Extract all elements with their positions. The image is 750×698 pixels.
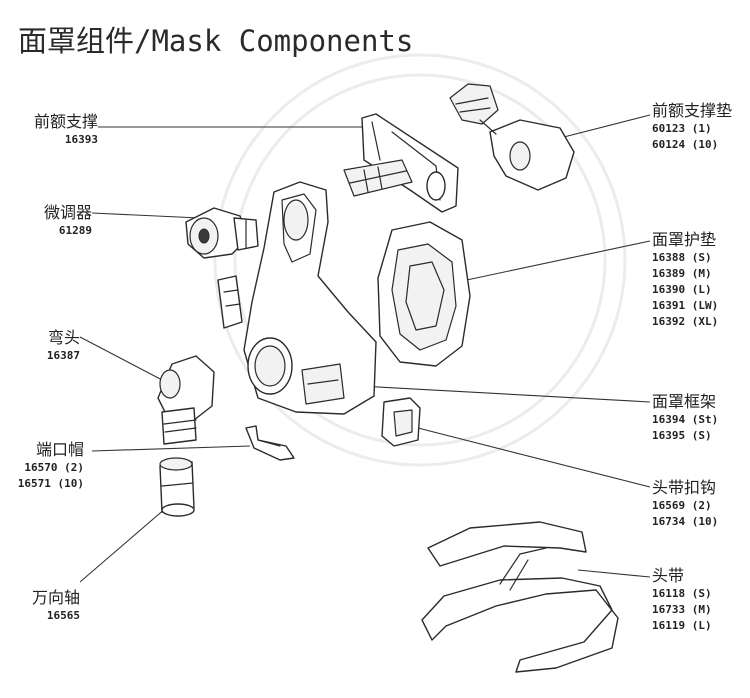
cushion-code-2: 16389 (M) [652, 267, 712, 280]
forehead-pad-code-2: 60124 (10) [652, 138, 719, 151]
cushion-part [377, 221, 471, 367]
watermark-seal [213, 53, 627, 467]
frame-code-2: 16395 (S) [652, 429, 712, 442]
headgear-clip-part [381, 397, 421, 447]
adjuster-part [185, 207, 259, 259]
forehead-support-name: 前额支撑 [33, 112, 98, 131]
cushion-code-5: 16392 (XL) [652, 315, 719, 328]
frame-code-1: 16394 (St) [652, 413, 719, 426]
page-title: 面罩组件/Mask Components [18, 24, 414, 58]
cushion-label: 面罩护垫 16388 (S) 16389 (M) 16390 (L) 16391… [652, 230, 718, 330]
port-cap-label: 端口帽 16570 (2) 16571 (10) [18, 440, 84, 492]
elbow-part [157, 355, 215, 445]
forehead-support-part [343, 113, 459, 213]
forehead-support-label: 前额支撑 16393 [34, 112, 98, 148]
elbow-label: 弯头 16387 [47, 328, 80, 364]
forehead-pad-code-1: 60123 (1) [652, 122, 712, 135]
elbow-name: 弯头 [47, 328, 80, 347]
headgear-clip-name: 头带扣钩 [652, 478, 717, 497]
headgear-clip-code-2: 16734 (10) [652, 515, 719, 528]
forehead-support-code: 16393 [64, 133, 98, 146]
swivel-connector-code: 16565 [46, 609, 80, 622]
leader-lines [79, 114, 651, 583]
headgear-name: 头带 [652, 566, 685, 585]
swivel-connector-part [159, 457, 195, 517]
headgear-code-1: 16118 (S) [652, 587, 712, 600]
port-cap-part [245, 425, 295, 461]
headgear-part [421, 521, 619, 673]
headgear-clip-label: 头带扣钩 16569 (2) 16734 (10) [652, 478, 718, 530]
latch-part [217, 275, 243, 329]
swivel-connector-label: 万向轴 16565 [32, 588, 80, 624]
headgear-code-2: 16733 (M) [652, 603, 712, 616]
adjuster-code: 61289 [58, 224, 92, 237]
frame-name: 面罩框架 [652, 392, 717, 411]
port-cap-code-2: 16571 (10) [17, 477, 84, 490]
adjuster-name: 微调器 [43, 203, 92, 222]
headgear-label: 头带 16118 (S) 16733 (M) 16119 (L) [652, 566, 712, 634]
swivel-connector-name: 万向轴 [31, 588, 80, 607]
cushion-name: 面罩护垫 [652, 230, 717, 249]
headgear-clip-code-1: 16569 (2) [652, 499, 712, 512]
cushion-code-1: 16388 (S) [652, 251, 712, 264]
adjuster-label: 微调器 61289 [44, 203, 92, 239]
forehead-pad-name: 前额支撑垫 [652, 101, 733, 120]
port-cap-code-1: 16570 (2) [24, 461, 84, 474]
frame-part [243, 181, 377, 415]
frame-label: 面罩框架 16394 (St) 16395 (S) [652, 392, 718, 444]
forehead-pad-part [449, 83, 575, 191]
forehead-pad-label: 前额支撑垫 60123 (1) 60124 (10) [652, 101, 732, 153]
cushion-code-3: 16390 (L) [652, 283, 712, 296]
cushion-code-4: 16391 (LW) [652, 299, 719, 312]
elbow-code: 16387 [46, 349, 80, 362]
headgear-code-3: 16119 (L) [652, 619, 712, 632]
port-cap-name: 端口帽 [35, 440, 84, 459]
